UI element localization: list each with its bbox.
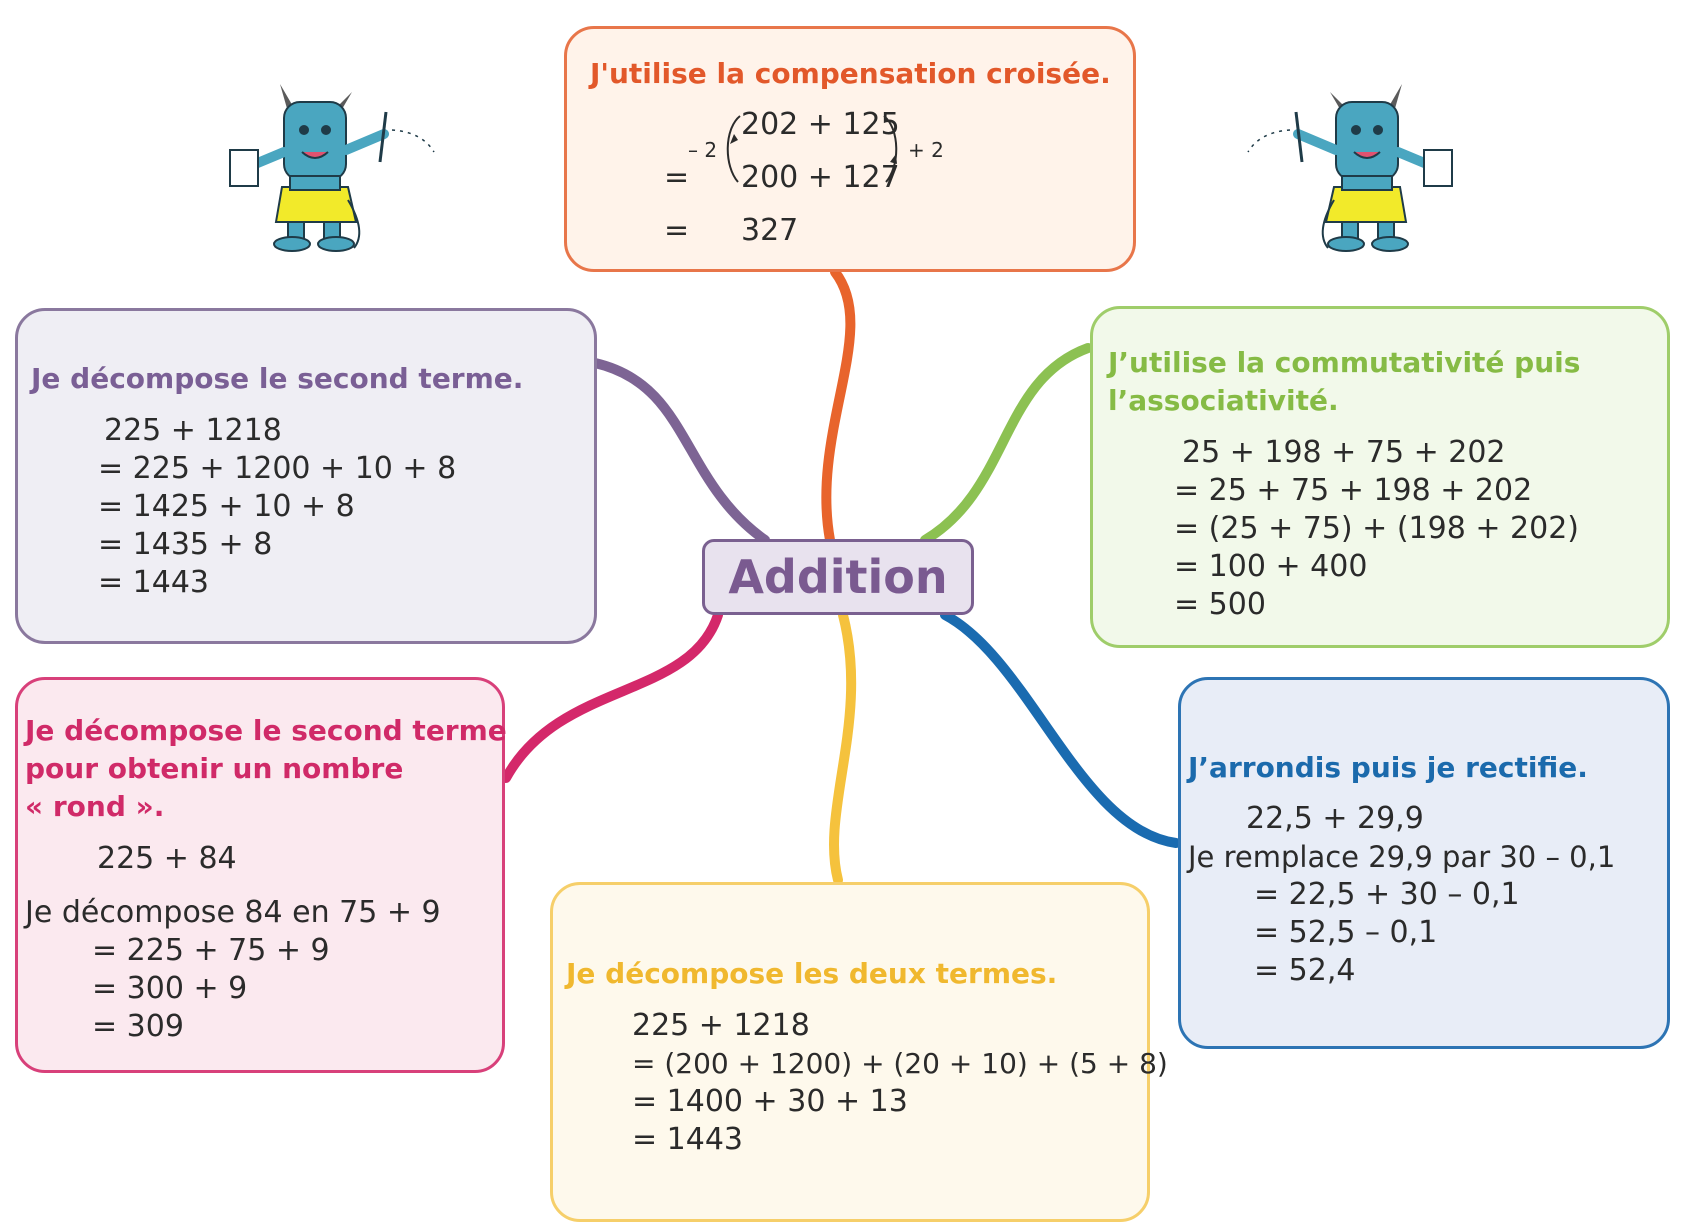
commutativity-line: 25 + 198 + 75 + 202 bbox=[1182, 435, 1506, 470]
branch-pink bbox=[501, 610, 723, 783]
round-intro: Je décompose 84 en 75 + 9 bbox=[25, 895, 441, 930]
second-term-line: = 1425 + 10 + 8 bbox=[98, 489, 355, 524]
card-second-term bbox=[15, 308, 597, 644]
round-title-line2: pour obtenir un nombre bbox=[25, 752, 404, 785]
monster-mascot-icon bbox=[229, 84, 435, 252]
right-arrowhead bbox=[890, 154, 897, 164]
card-rounding bbox=[1178, 677, 1670, 1049]
both-terms-line: 225 + 1218 bbox=[632, 1008, 810, 1043]
commutativity-line: = 25 + 75 + 198 + 202 bbox=[1174, 473, 1533, 508]
compensation-equals-2: = bbox=[664, 213, 690, 248]
rounding-line: = 22,5 + 30 – 0,1 bbox=[1254, 877, 1520, 912]
round-expr: 225 + 84 bbox=[97, 841, 237, 876]
mascot-body bbox=[1247, 84, 1453, 252]
left-bracket-arrow bbox=[726, 115, 741, 183]
rounding-line: = 52,5 – 0,1 bbox=[1254, 915, 1438, 950]
second-term-line: = 1443 bbox=[98, 565, 210, 600]
right-bracket-arrow bbox=[883, 115, 898, 183]
commutativity-line: = 500 bbox=[1174, 587, 1266, 622]
card-round-number bbox=[15, 677, 505, 1073]
compensation-title: J'utilise la compensation croisée. bbox=[590, 57, 1111, 90]
compensation-minus-label: – 2 bbox=[688, 138, 718, 162]
compensation-top-expr: 202 + 125 bbox=[741, 107, 900, 142]
compensation-plus-label: + 2 bbox=[908, 138, 944, 162]
both-terms-line: = 1443 bbox=[632, 1122, 744, 1157]
card-compensation bbox=[564, 26, 1136, 272]
compensation-result: 327 bbox=[741, 213, 799, 248]
both-terms-line: = (200 + 1200) + (20 + 10) + (5 + 8) bbox=[632, 1047, 1168, 1080]
compensation-bottom-expr: 200 + 127 bbox=[741, 160, 900, 195]
rounding-title: J’arrondis puis je rectifie. bbox=[1188, 751, 1588, 784]
compensation-equals-1: = bbox=[664, 160, 690, 195]
center-node-addition: Addition bbox=[702, 539, 974, 615]
rounding-intro: Je remplace 29,9 par 30 – 0,1 bbox=[1188, 840, 1616, 874]
rounding-line: = 52,4 bbox=[1254, 953, 1356, 988]
mascot-body bbox=[229, 84, 435, 252]
both-terms-line: = 1400 + 30 + 13 bbox=[632, 1084, 908, 1119]
round-line: = 300 + 9 bbox=[92, 971, 248, 1006]
branch-green bbox=[920, 343, 1093, 545]
round-title-line1: Je décompose le second terme bbox=[25, 714, 507, 747]
second-term-title: Je décompose le second terme. bbox=[31, 362, 524, 395]
commutativity-line: = 100 + 400 bbox=[1174, 549, 1368, 584]
branch-blue bbox=[940, 610, 1181, 848]
branch-purple bbox=[590, 358, 770, 545]
branch-orange bbox=[821, 267, 856, 545]
second-term-line: 225 + 1218 bbox=[104, 413, 282, 448]
branch-yellow bbox=[829, 610, 857, 885]
rounding-expr: 22,5 + 29,9 bbox=[1246, 801, 1424, 836]
card-both-terms bbox=[550, 882, 1150, 1222]
round-title-line3: « rond ». bbox=[25, 790, 165, 823]
commutativity-line: = (25 + 75) + (198 + 202) bbox=[1174, 511, 1579, 546]
commutativity-title-line2: l’associativité. bbox=[1108, 384, 1339, 417]
second-term-line: = 225 + 1200 + 10 + 8 bbox=[98, 451, 457, 486]
round-line: = 309 bbox=[92, 1009, 184, 1044]
both-terms-title: Je décompose les deux termes. bbox=[566, 957, 1058, 990]
monster-mascot-icon bbox=[1247, 84, 1453, 252]
compensation-brackets bbox=[726, 115, 898, 183]
round-line: = 225 + 75 + 9 bbox=[92, 933, 330, 968]
commutativity-title-line1: J’utilise la commutativité puis bbox=[1108, 346, 1581, 379]
left-arrowhead bbox=[730, 134, 738, 144]
card-commutativity bbox=[1090, 306, 1670, 648]
second-term-line: = 1435 + 8 bbox=[98, 527, 273, 562]
